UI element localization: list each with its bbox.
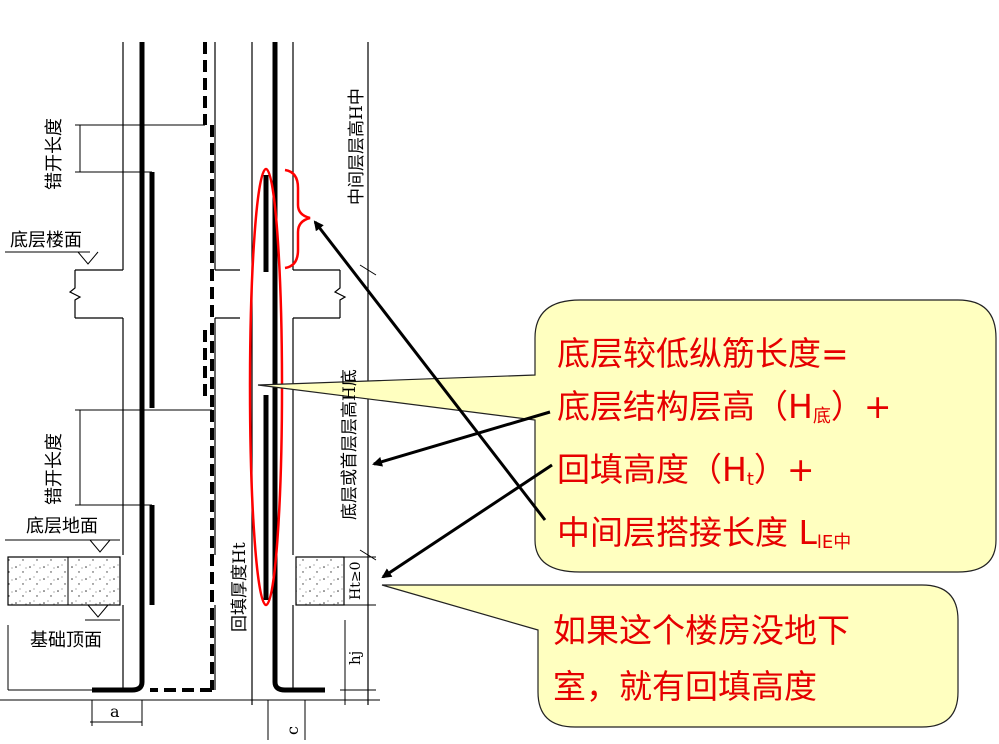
ground-floor-height-label: 底层或首层层高H底 (340, 369, 360, 520)
stagger-lower-label: 错开长度 (44, 433, 65, 505)
hj-label: hj (346, 651, 364, 665)
left-column (68, 42, 240, 690)
callout-line-1: 底层较低纵筋长度= (557, 334, 849, 373)
highlight-brace (284, 168, 311, 270)
stagger-dimensions (75, 124, 212, 506)
callout-note-line-1: 如果这个楼房没地下 (553, 611, 850, 650)
ht-ge0-label: Ht≥0 (348, 562, 364, 600)
callout-main-text: 底层较低纵筋长度= 底层结构层高（H底）+ 回填高度（Ht）+ 中间层搭接长度 … (557, 327, 891, 569)
callout-line-3: 回填高度（Ht）+ (557, 450, 815, 490)
callout-line-2: 底层结构层高（H底）+ (557, 387, 892, 427)
callout-note-text: 如果这个楼房没地下 室，就有回填高度 (553, 603, 850, 715)
callout-main-box (257, 299, 997, 573)
level-markers (5, 251, 120, 621)
callout-note-line-2: 室，就有回填高度 (553, 667, 817, 706)
arrows (313, 220, 553, 579)
backfill-thickness-label: 回填厚度Ht (230, 542, 250, 632)
right-dimensions (90, 264, 377, 740)
callout-note-box (381, 584, 959, 728)
rebar-left (92, 42, 214, 693)
ground-slab (0, 556, 380, 701)
right-column (251, 42, 369, 705)
dim-c-label: c (283, 726, 302, 735)
stagger-upper-label: 错开长度 (44, 118, 65, 190)
ground-floor-ground-label: 底层地面 (26, 516, 98, 537)
middle-floor-height-label: 中间层层高H中 (347, 88, 367, 205)
dim-a-label: a (110, 702, 120, 721)
foundation-top-label: 基础顶面 (30, 630, 102, 651)
callout-line-4: 中间层搭接长度 LlE中 (557, 513, 852, 553)
ground-floor-slab-label: 底层楼面 (10, 230, 82, 251)
